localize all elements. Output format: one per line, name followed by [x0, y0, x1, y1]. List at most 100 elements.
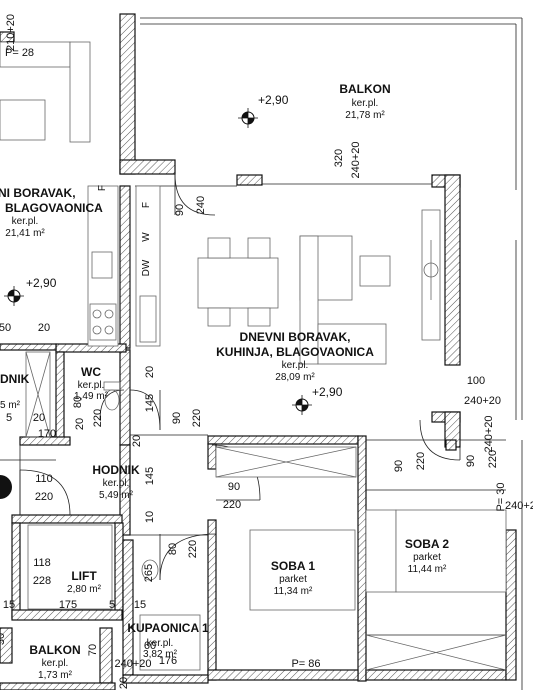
level-marker-dnevni: [292, 395, 312, 415]
kitchen-counter: [87, 185, 161, 347]
appliance-washer-label: W: [141, 232, 152, 242]
dim-90b: 90: [393, 460, 405, 472]
level-dnevni: +2,90: [312, 385, 343, 399]
dim-30: 30: [0, 633, 7, 645]
room-area-dnevni: 28,09 m²: [275, 372, 315, 383]
dim-240a: 240: [195, 196, 207, 214]
room-name-kupaonica: KUPAONICA 1: [127, 621, 209, 635]
room-name-hodnik: HODNIK: [92, 463, 140, 477]
room-floor-soba1: parket: [279, 574, 307, 585]
dim-90e: 90: [465, 455, 477, 467]
beds: [215, 446, 507, 671]
room-area-balkon: 21,78 m²: [345, 110, 385, 121]
room-name-left-2: BLAGOVAONICA: [5, 201, 103, 215]
dim-20e: 20: [74, 418, 86, 430]
dim-240-20-right: 240+20: [464, 395, 501, 407]
dim-320: 320: [333, 149, 345, 167]
room-area-soba1: 11,34 m²: [274, 586, 313, 597]
entrance-marker: [0, 475, 12, 499]
level-marker-balkon: [238, 108, 258, 128]
dim-170: 170: [38, 428, 56, 440]
dim-265: 265: [143, 564, 155, 582]
sanitary-fixtures: [25, 351, 201, 671]
dim-90a: 90: [174, 204, 186, 216]
dim-220f: 220: [187, 540, 199, 558]
room-floor-left: ker.pl.: [12, 216, 39, 227]
furniture: [0, 41, 441, 365]
appliance-fridge-label: F: [141, 202, 152, 208]
room-area-hodnik: 5,49 m²: [99, 490, 134, 501]
dim-90d: 90: [228, 481, 240, 493]
dim-20f: 20: [118, 677, 130, 689]
dim-240-20-far: 240+20: [505, 500, 533, 512]
room-area-balkon-small: 1,73 m²: [38, 670, 73, 681]
appliance-fridge-label-left: F: [97, 185, 108, 191]
dim-110: 110: [35, 473, 53, 485]
room-floor-balkon-small: ker.pl.: [42, 658, 69, 669]
dim-10: 10: [144, 511, 156, 523]
dim-176: 176: [159, 655, 177, 667]
appliance-dishwasher-label: DW: [141, 259, 152, 276]
room-area-dnik: 5 m²: [0, 400, 21, 411]
dim-p30: P= 30: [495, 482, 507, 511]
room-floor-kupaonica: ker.pl.: [147, 638, 174, 649]
room-name-balkon-small: BALKON: [29, 643, 80, 657]
walls: [0, 13, 517, 690]
room-name-lift: LIFT: [71, 569, 97, 583]
room-floor-hodnik: ker.pl.: [103, 478, 130, 489]
dim-145a: 145: [144, 394, 156, 412]
dim-118: 118: [33, 557, 51, 569]
dim-top: 210+20: [5, 14, 17, 51]
dim-220i: 220: [92, 409, 104, 427]
dim-20d: 20: [33, 412, 45, 424]
dimension-labels: P= 28 210+20 320 240+20 90 240 100 240+2…: [0, 14, 533, 689]
dim-145b: 145: [144, 467, 156, 485]
dim-p28: P= 28: [5, 47, 34, 59]
dim-80: 80: [167, 543, 179, 555]
dim-228: 228: [33, 575, 51, 587]
dim-100: 100: [467, 375, 485, 387]
dim-70: 70: [87, 644, 99, 656]
dim-15b: 15: [134, 599, 146, 611]
dim-15a: 15: [3, 599, 15, 611]
room-name-dnik: DNIK: [0, 372, 30, 386]
dim-p86: P= 86: [291, 658, 320, 670]
room-area-wc: 1,49 m²: [74, 391, 109, 402]
level-left: +2,90: [26, 276, 57, 290]
dim-60: 60: [144, 640, 156, 652]
room-name-left-1: NI BORAVAK,: [0, 186, 76, 200]
room-floor-wc: ker.pl.: [78, 380, 105, 391]
balcony-railing: [140, 17, 523, 690]
dim-175: 175: [59, 599, 77, 611]
room-name-dnevni-1: DNEVNI BORAVAK,: [240, 330, 351, 344]
dim-20a: 20: [144, 366, 156, 378]
dim-5b: 5: [6, 412, 12, 424]
dim-90c: 90: [171, 412, 183, 424]
room-floor-soba2: parket: [413, 552, 441, 563]
room-area-lift: 2,80 m²: [67, 584, 102, 595]
room-floor-balkon: ker.pl.: [352, 98, 379, 109]
room-area-kupaonica: 3,82 m²: [143, 649, 178, 660]
dim-50: 50: [0, 322, 11, 334]
dim-220b: 220: [415, 452, 427, 470]
room-name-soba2: SOBA 2: [405, 537, 450, 551]
room-floor-dnevni: ker.pl.: [282, 360, 309, 371]
dim-80b: 80: [72, 396, 84, 408]
dim-20c: 20: [38, 322, 50, 334]
level-marker-left: [4, 286, 24, 306]
room-area-left: 21,41 m²: [5, 228, 45, 239]
dim-5a: 5: [109, 599, 115, 611]
room-area-soba2: 11,44 m²: [408, 564, 447, 575]
room-name-wc: WC: [81, 365, 101, 379]
dim-20b: 20: [131, 435, 143, 447]
dim-220d: 220: [35, 491, 53, 503]
room-name-soba1: SOBA 1: [271, 559, 316, 573]
dim-220c: 220: [191, 409, 203, 427]
dim-240-20-top: 240+20: [350, 141, 362, 178]
dim-240-20-bot: 240+20: [114, 658, 151, 670]
dim-240-20-v: 240+20: [483, 415, 495, 452]
dim-220e: 220: [223, 499, 241, 511]
level-balkon: +2,90: [258, 93, 289, 107]
room-name-balkon: BALKON: [339, 82, 390, 96]
